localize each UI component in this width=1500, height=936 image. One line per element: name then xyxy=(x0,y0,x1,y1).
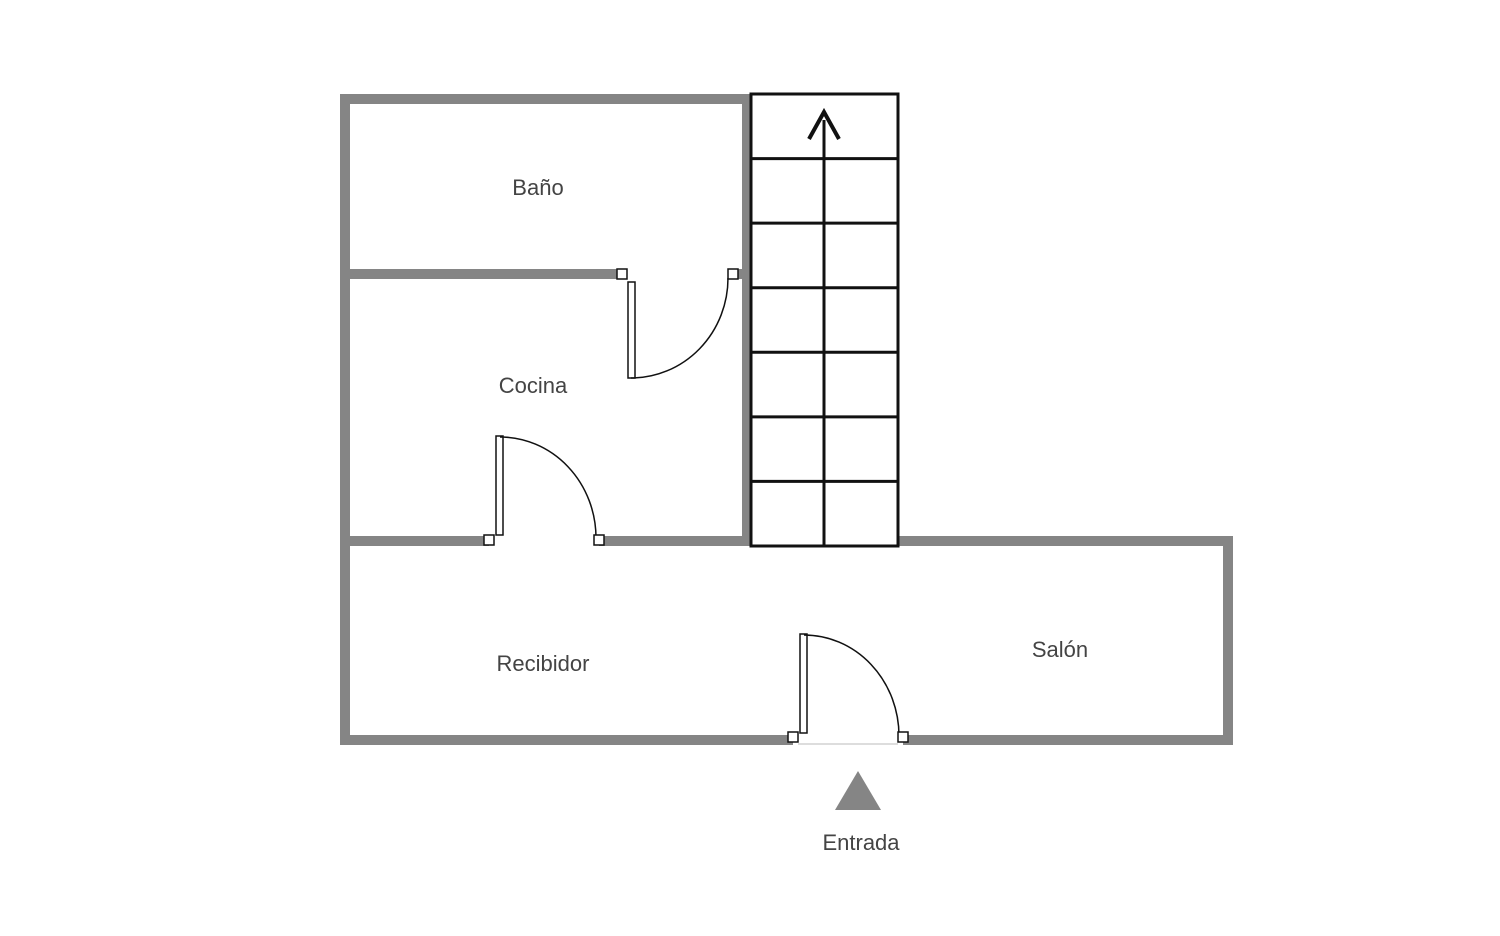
walls xyxy=(340,94,1233,745)
room-label-cocina: Cocina xyxy=(499,373,568,398)
entrance-label: Entrada xyxy=(822,830,900,855)
door-hinge-marker xyxy=(593,534,605,546)
door-hinge-marker xyxy=(483,534,495,546)
door-swing-arc xyxy=(499,436,597,539)
door-leaf xyxy=(627,281,636,379)
door-bano-cocina xyxy=(616,268,739,379)
room-label-recibidor: Recibidor xyxy=(497,651,590,676)
door-hinge-marker xyxy=(616,268,628,280)
door-hinge-marker xyxy=(727,268,739,280)
door-leaf xyxy=(799,633,808,734)
door-hinge-marker xyxy=(897,731,909,743)
room-label-bano: Baño xyxy=(512,175,563,200)
room-label-salon: Salón xyxy=(1032,637,1088,662)
stairs-up-arrow-icon xyxy=(807,107,841,140)
entrance-gap xyxy=(798,734,898,745)
door-swing-arc xyxy=(803,634,900,737)
door-hinge-marker xyxy=(787,731,799,743)
door-cocina-recibidor xyxy=(483,435,605,546)
door-entrance xyxy=(787,633,909,745)
door-swing-arc xyxy=(630,277,729,379)
stair-treads xyxy=(751,157,898,483)
door-leaf xyxy=(495,435,504,536)
entrance-triangle-icon xyxy=(835,771,881,810)
staircase xyxy=(749,92,900,548)
